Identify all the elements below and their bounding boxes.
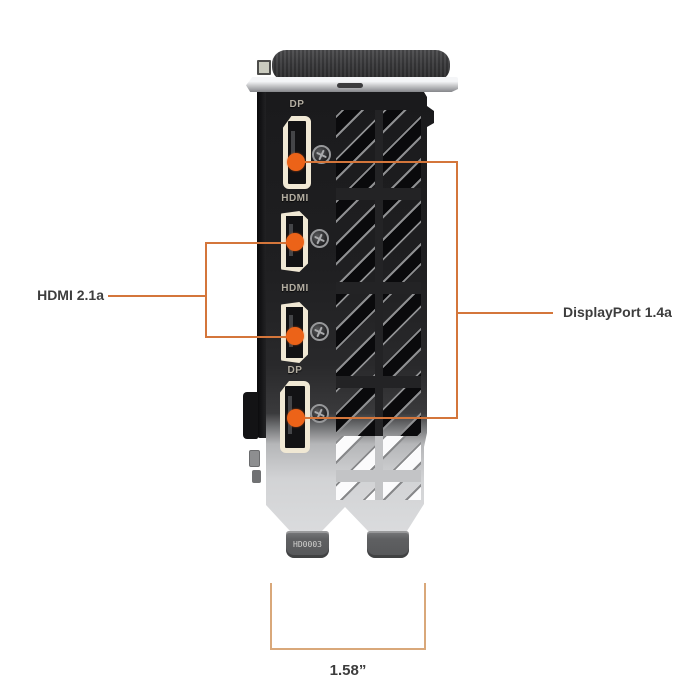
- callout-line: [456, 312, 553, 314]
- displayport-port: [283, 116, 311, 189]
- card-side-fin: [243, 392, 258, 439]
- port-marker-dot: [286, 233, 304, 251]
- width-measurement-label: 1.58”: [329, 662, 367, 679]
- bracket-side-nub: [252, 470, 261, 483]
- screw-icon: [310, 322, 329, 341]
- port-marker-dot: [286, 327, 304, 345]
- callout-line: [108, 295, 205, 297]
- dp-port-label: DP: [289, 99, 305, 110]
- callout-line: [205, 242, 293, 244]
- bracket-bottom-tab: HD0003: [286, 531, 329, 558]
- bracket-flange-slot: [337, 83, 363, 88]
- vent-grill-lower: [336, 436, 421, 500]
- callout-line: [302, 161, 458, 163]
- hdmi-port-label: HDMI: [281, 283, 309, 294]
- hdmi-port-label: HDMI: [281, 193, 309, 204]
- callout-line: [205, 242, 207, 338]
- io-bracket-face: [266, 92, 434, 531]
- screw-icon: [310, 229, 329, 248]
- callout-line: [302, 417, 458, 419]
- screw-icon: [310, 404, 329, 423]
- vent-grill-upper: [336, 110, 421, 436]
- bracket-side-nub: [249, 450, 260, 467]
- callout-line: [205, 336, 293, 338]
- hdmi-spec-label: HDMI 2.1a: [37, 287, 104, 303]
- measurement-bracket: [424, 583, 426, 650]
- port-marker-dot: [287, 409, 305, 427]
- port-marker-dot: [287, 153, 305, 171]
- dp-port-label: DP: [287, 365, 303, 376]
- cooler-shroud-top: [272, 50, 450, 81]
- displayport-spec-label: DisplayPort 1.4a: [563, 304, 672, 320]
- bracket-retention-clip: [257, 60, 271, 75]
- measurement-bracket: [270, 583, 272, 650]
- bracket-bottom-tab: [367, 531, 409, 558]
- callout-line: [456, 161, 458, 419]
- measurement-bracket: [270, 648, 426, 650]
- screw-icon: [312, 145, 331, 164]
